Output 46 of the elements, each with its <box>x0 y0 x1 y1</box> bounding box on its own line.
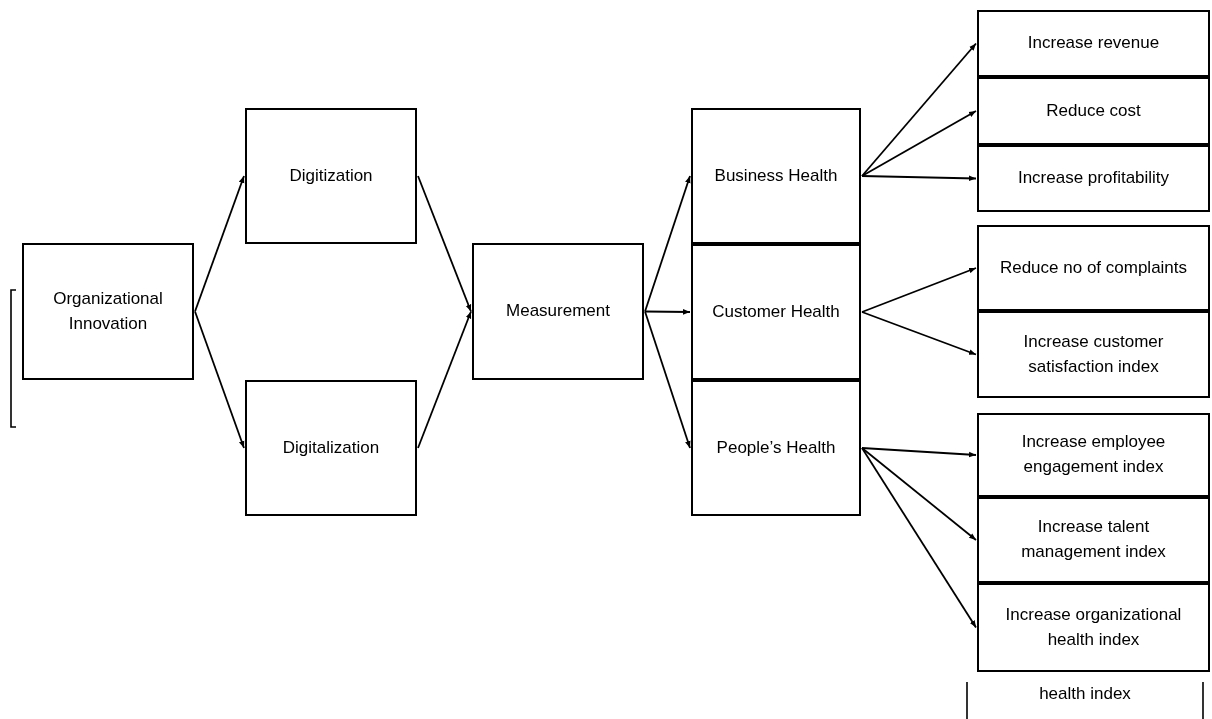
arrow <box>417 310 472 449</box>
category-box <box>691 108 861 244</box>
node-label: Measurement <box>506 300 610 323</box>
arrow <box>194 175 245 313</box>
outcome-box <box>977 145 1210 212</box>
outcome-box <box>977 497 1210 583</box>
outcome-box <box>977 10 1210 77</box>
node-label: Organizational Innovation <box>52 287 164 335</box>
node-label: Increase organizational health index <box>1004 603 1183 651</box>
outcome-box <box>977 77 1210 145</box>
node-label: Customer Health <box>712 300 840 323</box>
node-label: Increase profitability <box>1017 167 1170 190</box>
node-label: Increase talent management index <box>1020 516 1167 563</box>
process-box <box>22 243 194 380</box>
arrow <box>861 311 977 356</box>
fragment-text: health index <box>1038 684 1132 704</box>
outcome-box <box>977 311 1210 398</box>
outcome-box <box>977 413 1210 497</box>
node-label: Reduce no of complaints <box>999 256 1188 279</box>
arrow <box>861 447 977 541</box>
category-box <box>691 244 861 380</box>
arrow <box>861 42 977 177</box>
node-label: Increase employee engagement index <box>1020 431 1167 478</box>
node-label: Digitalization <box>282 436 380 459</box>
arrow <box>644 175 691 313</box>
outcome-box <box>977 583 1210 672</box>
node-label: Increase customer satisfaction index <box>1022 330 1165 378</box>
node-label: Digitization <box>289 164 373 187</box>
arrow <box>194 310 245 449</box>
node-label: Reduce cost <box>1046 99 1141 122</box>
arrow <box>644 310 691 449</box>
node-label: Business Health <box>714 164 838 187</box>
arrow <box>861 267 977 313</box>
arrow <box>417 175 472 313</box>
category-box <box>691 380 861 516</box>
outcome-box <box>977 225 1210 311</box>
process-box <box>472 243 644 380</box>
arrow <box>644 309 691 315</box>
process-box <box>245 108 417 244</box>
arrow <box>861 175 977 182</box>
node-label: People’s Health <box>716 436 836 459</box>
arrow <box>861 447 977 458</box>
node-label: Increase revenue <box>1027 32 1160 55</box>
process-box <box>245 380 417 516</box>
arrow <box>861 110 977 177</box>
arrow <box>861 447 977 629</box>
